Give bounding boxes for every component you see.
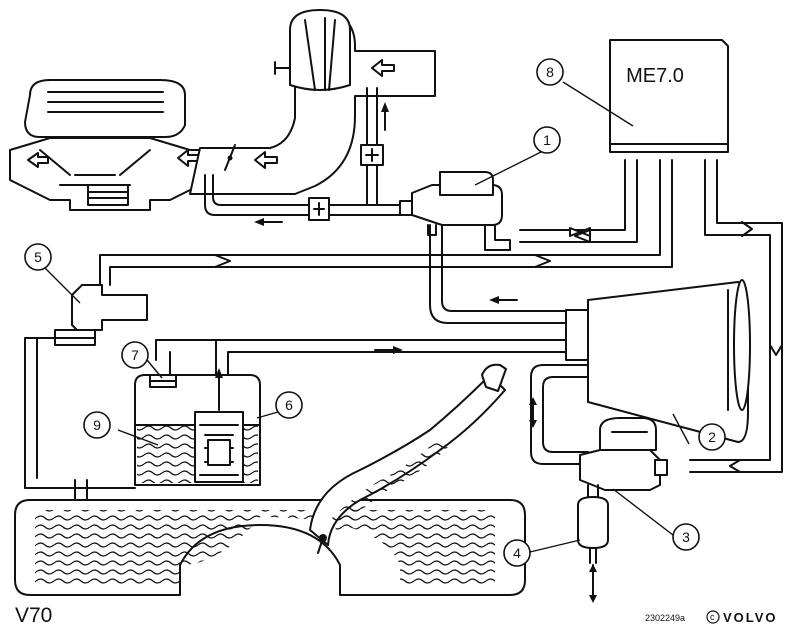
callout-9: 9: [83, 411, 111, 439]
expansion-tank: [134, 368, 261, 486]
reference-code: 2302249a: [645, 613, 685, 623]
callout-8-label: 8: [546, 64, 554, 80]
ecu-module: ME7.0: [609, 39, 729, 153]
filler-neck: [309, 363, 507, 554]
callout-3: 3: [672, 523, 700, 551]
callout-7-label: 7: [131, 347, 139, 363]
callout-3-label: 3: [682, 529, 690, 545]
intake-duct: [189, 9, 436, 195]
callout-4-label: 4: [513, 545, 521, 561]
svg-text:c: c: [710, 612, 715, 622]
purge-valve: [399, 171, 511, 251]
callout-2-label: 2: [708, 429, 716, 445]
purge-lines: [204, 87, 406, 226]
callout-2: 2: [698, 423, 726, 451]
brand-label: VOLVO: [723, 610, 778, 625]
callout-leaders: [44, 81, 690, 553]
callout-5: 5: [24, 243, 52, 271]
shutoff-valve: [529, 364, 668, 501]
engine-block: [9, 79, 201, 211]
callout-4: 4: [503, 539, 531, 567]
callout-7: 7: [121, 341, 149, 369]
volvo-logo: c VOLVO: [706, 610, 778, 625]
charcoal-canister: [565, 279, 751, 443]
callout-6: 6: [275, 391, 303, 419]
callout-8: 8: [536, 58, 564, 86]
model-label: V70: [15, 604, 52, 627]
dust-filter: [577, 496, 609, 603]
callout-1-label: 1: [543, 132, 551, 148]
ecu-label: ME7.0: [626, 65, 684, 87]
ecu-signal-wires: [99, 159, 783, 473]
callout-5-label: 5: [34, 249, 42, 265]
callout-9-label: 9: [93, 417, 101, 433]
canister-lines: [155, 224, 567, 375]
fuel-tank: [14, 479, 526, 596]
callout-1: 1: [533, 126, 561, 154]
pressure-sensor: [24, 284, 148, 489]
callout-6-label: 6: [285, 397, 293, 413]
